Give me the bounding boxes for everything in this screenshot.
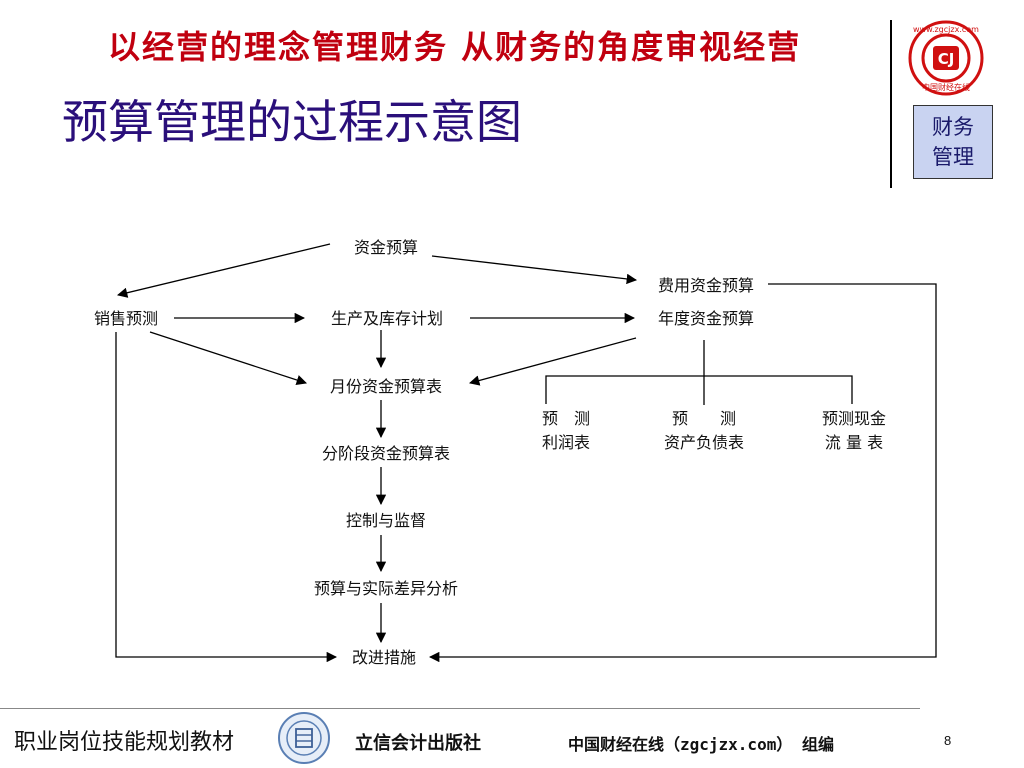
node-forecast-cash-line2: 流 量 表 [825,433,883,452]
node-control: 控制与监督 [346,511,426,530]
edge-capital-to-expense [431,255,638,285]
node-forecast-cash-line1: 预测现金 [822,409,886,428]
edge-annual-to-monthly [468,337,637,386]
publisher-name: 立信会计出版社 [355,733,481,754]
cj-logo-icon: CJ www.zgcjzx.com 中国财经在线 [908,20,984,96]
series-title: 职业岗位技能规划教材 [14,730,235,755]
node-production-plan: 生产及库存计划 [331,309,443,328]
node-expense-budget: 费用资金预算 [658,276,754,295]
node-monthly-budget: 月份资金预算表 [330,377,442,396]
node-forecast-balance-line2: 资产负债表 [664,433,744,452]
node-forecast-profit-line2: 利润表 [542,433,590,452]
node-forecast-profit-line1: 预 测 [542,409,590,428]
publisher-emblem-icon [278,712,330,764]
logo-bottom-text: 中国财经在线 [922,82,970,92]
node-forecast-balance-line1: 预 测 [672,409,736,428]
bracket-forecast-statements [545,375,853,404]
node-annual-budget: 年度资金预算 [658,309,754,328]
badge-label: 财务管理 [932,115,974,169]
compiler-site: 中国财经在线（zgcjzx.com） 组编 [568,735,834,754]
edge-sales-to-monthly [149,331,307,386]
node-capital-budget: 资金预算 [354,238,418,257]
page-title: 预算管理的过程示意图 [62,95,522,149]
edge-sales-to-improve [115,332,338,663]
page-number: 8 [944,733,952,748]
finance-badge: 财务管理 [913,105,993,179]
slogan-banner: 以经营的理念管理财务 从财务的角度审视经营 [108,28,802,66]
edge-expense-to-improve [428,283,937,663]
footer-divider [0,708,920,709]
node-phase-budget: 分阶段资金预算表 [322,444,450,463]
logo-ring-text: www.zgcjzx.com [913,25,979,34]
node-sales-forecast: 销售预测 [94,309,158,328]
header-divider [890,20,892,188]
node-variance-analysis: 预算与实际差异分析 [314,579,458,598]
logo-center-text: CJ [938,50,955,68]
edge-capital-to-sales [116,243,331,298]
node-improvement: 改进措施 [352,648,416,667]
